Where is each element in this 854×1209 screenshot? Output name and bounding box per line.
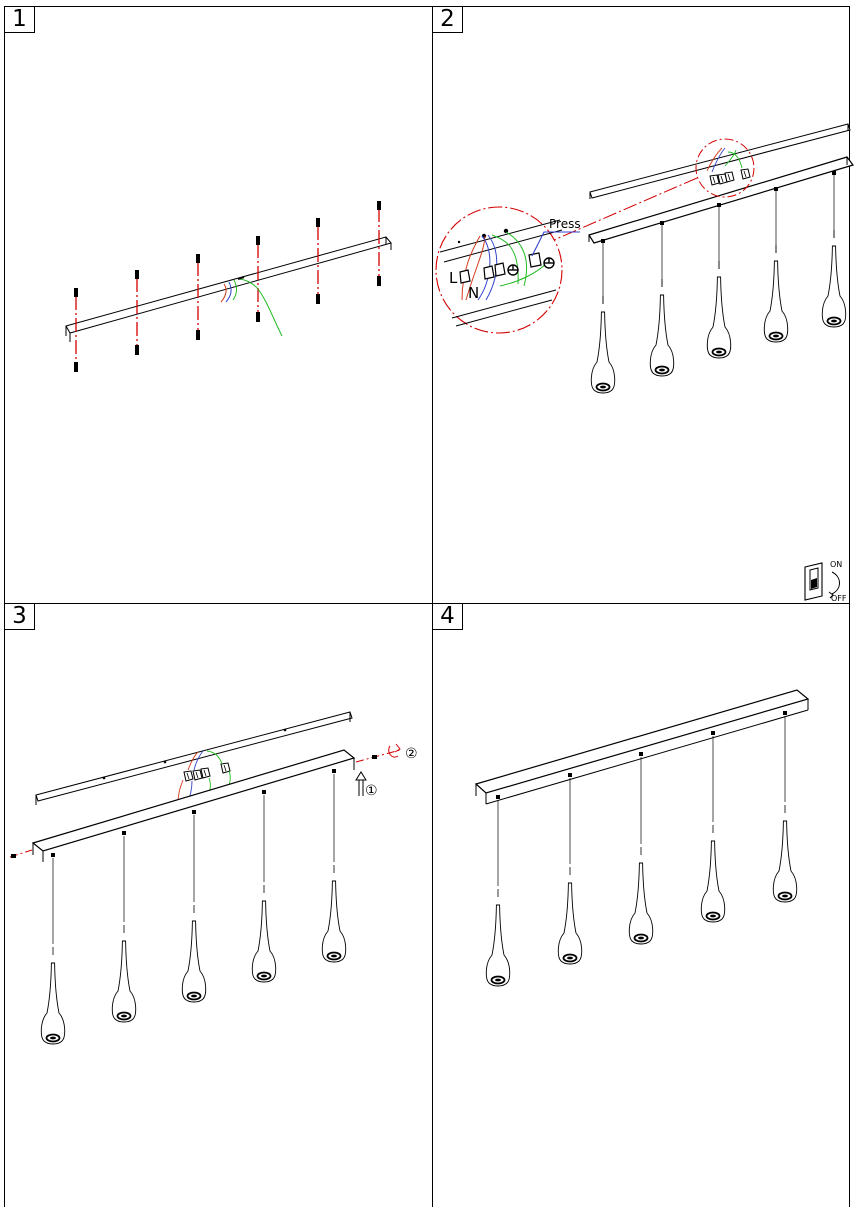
switch-off-label: OFF [831,594,847,603]
step-3-drawing: ② ① [9,711,418,1045]
step-3-number: 3 [5,604,35,630]
switch-on-label: ON [830,560,842,569]
press-label: Press [549,217,581,231]
order-two-label: ② [405,746,418,762]
step-4-drawing [474,689,810,987]
step-4-number: 4 [433,604,463,630]
zoom-detail: Press L N [439,217,581,327]
step-1-drawing [65,201,392,372]
order-one-label: ① [365,783,378,799]
neutral-label: N [468,284,479,302]
step-1-number: 1 [5,7,35,33]
switch-off-icon: ON OFF [804,560,847,603]
live-label: L [449,269,458,287]
step-2-number: 2 [433,7,463,33]
step-4-panel: 4 [432,603,850,1207]
up-arrow-icon [355,771,367,796]
step-2-drawing: Press L N [435,123,854,603]
